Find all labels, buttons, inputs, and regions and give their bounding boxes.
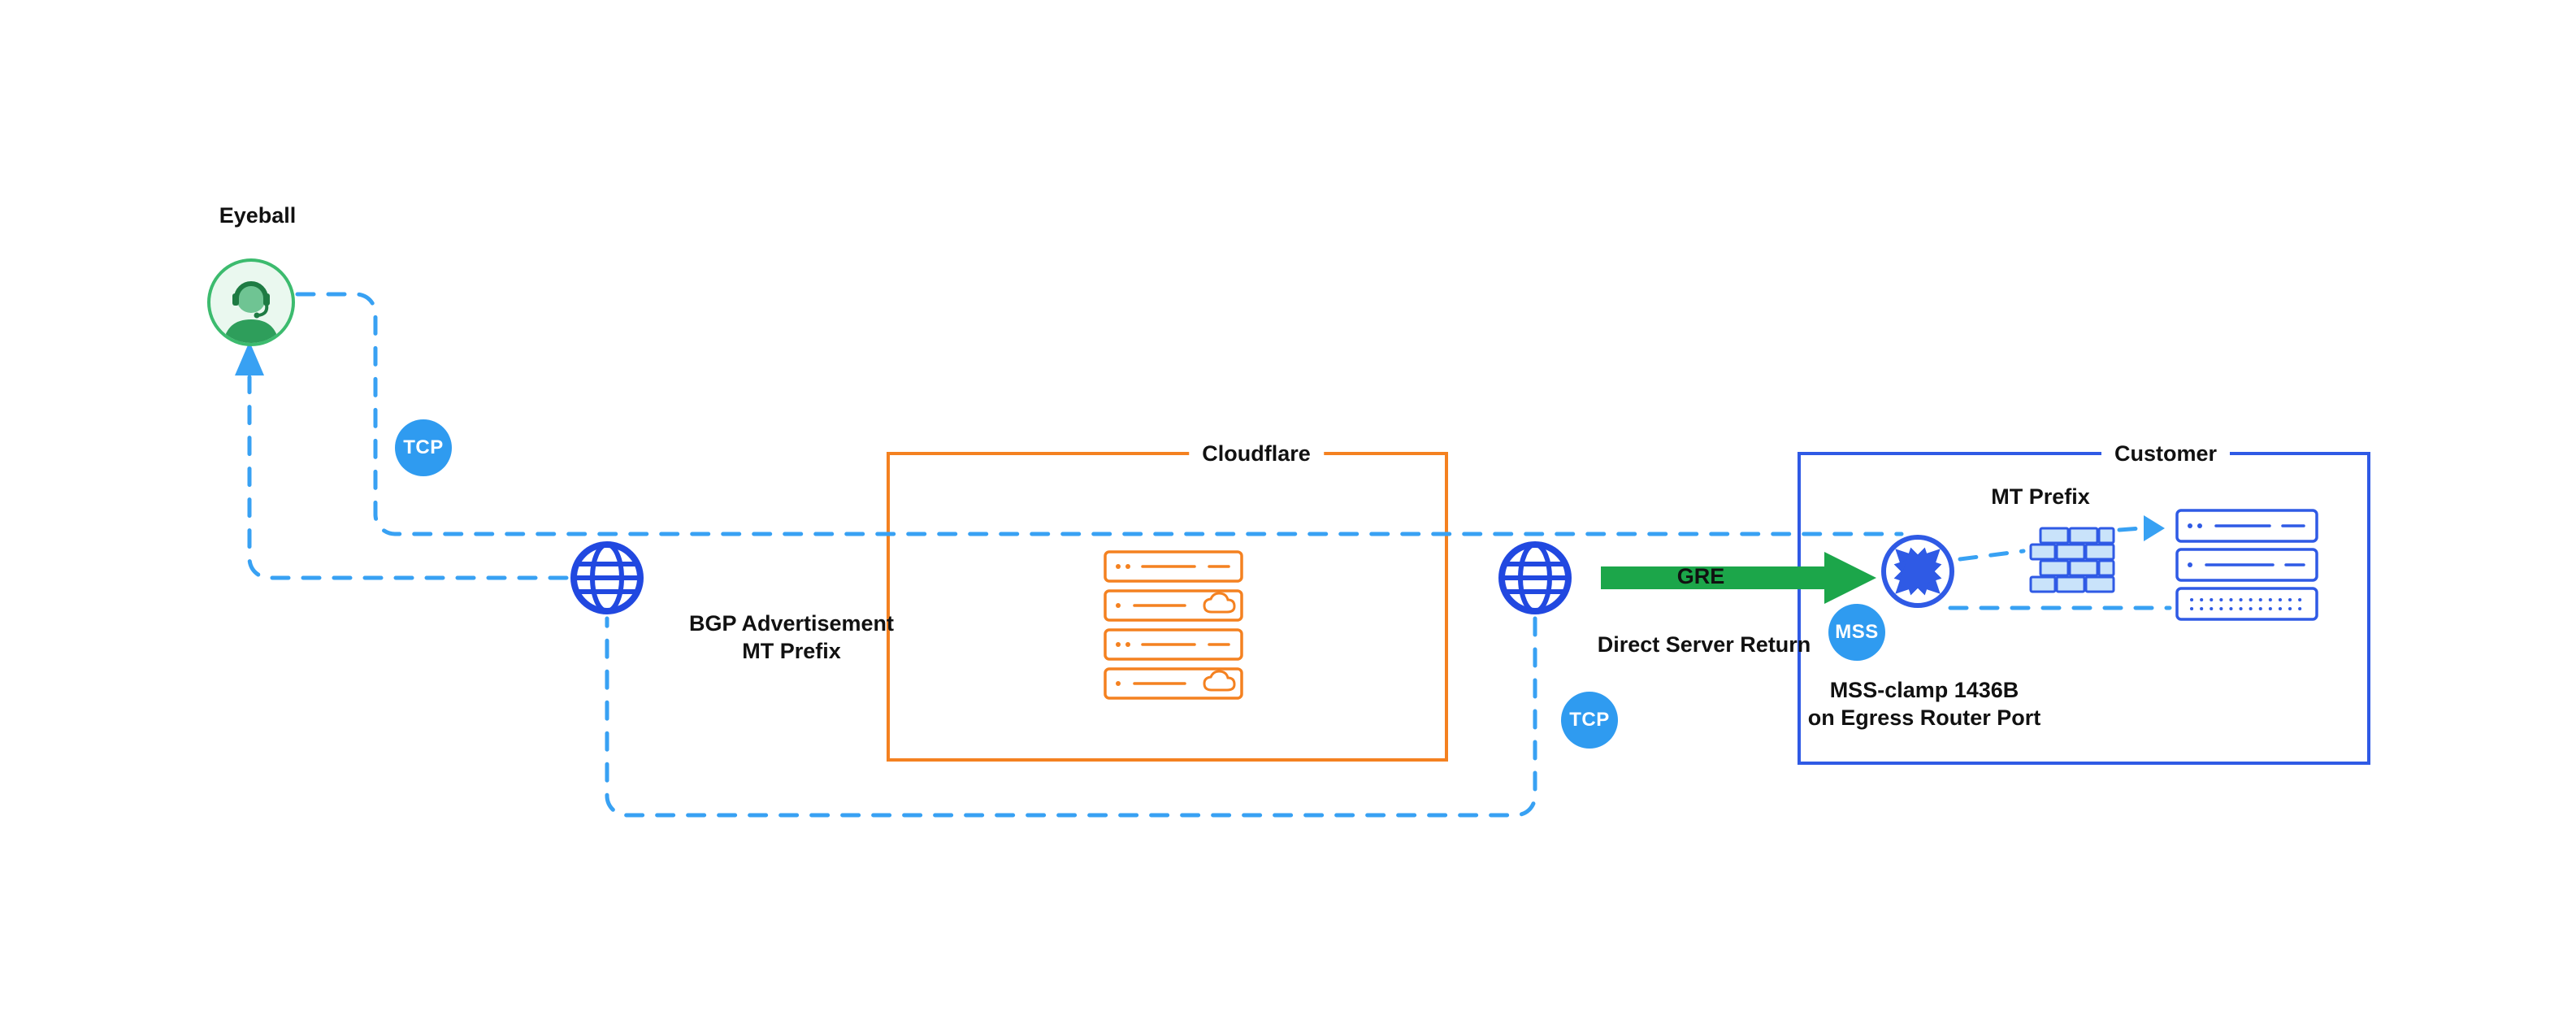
customer-box-label: Customer: [2101, 440, 2231, 467]
eyeball-label: Eyeball: [219, 203, 297, 228]
mss-badge: MSS: [1828, 604, 1885, 661]
bgp-advertisement-line2: MT Prefix: [742, 639, 841, 663]
customer-mt-prefix-label: MT Prefix: [1991, 484, 2090, 509]
server-row-icon: [2175, 509, 2318, 543]
server-row-icon: [2175, 587, 2318, 621]
gre-label: GRE: [1676, 564, 1725, 588]
bgp-advertisement-label: BGP Advertisement MT Prefix: [689, 610, 894, 665]
tcp-badge-ingress: TCP: [395, 419, 452, 476]
tcp-badge-return: TCP: [1561, 692, 1618, 749]
cloudflare-box: Cloudflare: [887, 440, 1448, 762]
internet-globe-left-icon: [566, 537, 648, 623]
return-path-bottom: [605, 616, 1537, 818]
mss-clamp-label: MSS-clamp 1436B on Egress Router Port: [1808, 676, 2041, 731]
internet-globe-right-icon: [1494, 537, 1576, 623]
cloud-icon: [1203, 592, 1236, 614]
cloudflare-server-stack-icon: [1104, 550, 1243, 700]
return-path-to-eyeball: [247, 375, 569, 580]
direct-server-return-label: Direct Server Return: [1597, 632, 1811, 657]
server-row-icon: [1104, 589, 1243, 622]
cloudflare-box-label: Cloudflare: [1189, 440, 1324, 467]
mss-clamp-line1: MSS-clamp 1436B: [1829, 678, 2019, 702]
firewall-icon: [2027, 525, 2117, 607]
server-row-icon: [1104, 667, 1243, 700]
server-row-icon: [1104, 550, 1243, 583]
person-headset-icon: [206, 258, 296, 351]
customer-server-stack-icon: [2175, 509, 2318, 621]
cloud-icon: [1203, 670, 1236, 692]
firewall-to-server-dash: [2117, 526, 2143, 532]
router-icon: [1879, 532, 1957, 614]
server-row-icon: [1104, 628, 1243, 661]
router-to-firewall-dash: [1958, 549, 2026, 562]
server-arrowhead: [2144, 515, 2165, 541]
gre-arrow: [1601, 552, 1876, 604]
ingress-path: [295, 292, 1904, 536]
eyeball-arrowhead: [235, 341, 264, 375]
mss-clamp-line2: on Egress Router Port: [1807, 705, 2041, 730]
server-row-icon: [2175, 548, 2318, 582]
bgp-advertisement-line1: BGP Advertisement: [688, 611, 895, 636]
customer-box: Customer: [1798, 440, 2370, 765]
